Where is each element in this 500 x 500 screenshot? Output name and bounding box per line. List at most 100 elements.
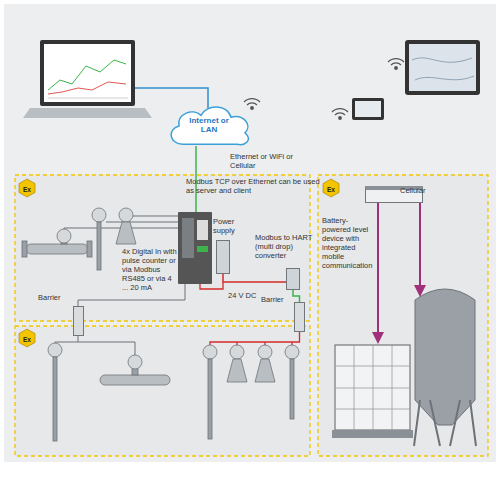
barrier-box: Barrier — [73, 306, 84, 336]
power-wire — [237, 342, 292, 345]
ibc-container — [332, 430, 413, 438]
wifi-symbol — [335, 113, 345, 115]
wifi-symbol — [244, 99, 260, 102]
gateway-device — [197, 246, 208, 252]
node-text: Barrier — [261, 295, 284, 304]
gateway-device — [178, 212, 212, 284]
wifi-symbol — [395, 67, 398, 70]
wifi-symbol — [332, 109, 348, 112]
converter-box: Modbus to HART (multi drop) converter — [286, 268, 300, 290]
network-note: Cellular — [400, 186, 450, 195]
gateway-device — [178, 212, 212, 284]
protocol-note: Modbus TCP over Ethernet can be used as … — [186, 177, 320, 195]
wifi-symbol — [244, 59, 404, 198]
wifi-symbol — [247, 103, 257, 105]
power-wire — [200, 282, 223, 289]
field-instrument — [100, 375, 170, 385]
hazard-zone — [15, 326, 310, 456]
node-text: Barrier — [38, 293, 61, 302]
laptop-illustration — [23, 40, 152, 118]
gateway-device — [197, 220, 208, 240]
field-instrument — [230, 345, 244, 359]
power-wire — [210, 332, 300, 345]
wifi-symbol — [244, 99, 260, 110]
ibc-container — [335, 345, 410, 430]
node-text: Battery-powered level device with integr… — [322, 216, 374, 270]
power-wire — [200, 282, 300, 345]
field-instrument — [203, 345, 217, 359]
ex-marking: Ex — [17, 185, 37, 194]
field-instrument — [227, 359, 247, 382]
voltage-label: 24 V DC — [228, 291, 256, 300]
field-instrument — [116, 222, 136, 244]
node-text: Internet or LAN — [186, 116, 232, 134]
field-instrument — [258, 345, 272, 359]
ex-sign — [19, 179, 339, 347]
silo-tank — [415, 289, 475, 425]
silo-tank — [414, 289, 476, 446]
wifi-symbol — [251, 107, 254, 110]
field-instrument — [92, 208, 106, 222]
silo-tank — [414, 400, 476, 446]
wifi-symbol — [388, 59, 404, 62]
field-instrument — [208, 359, 212, 439]
signal-wire — [133, 216, 178, 217]
measurement-arrow — [372, 332, 384, 344]
tablet-illustration — [355, 101, 381, 117]
field-instrument — [285, 345, 299, 359]
tablet-illustration — [352, 98, 384, 120]
ex-marking: Ex — [17, 335, 37, 344]
laptop-illustration — [44, 44, 131, 102]
laptop-illustration — [48, 98, 128, 99]
input-note: 4x Digital In with pulse counter or via … — [122, 247, 178, 292]
signal-wire — [55, 336, 78, 343]
signal-wire — [106, 222, 178, 223]
node-text: Modbus to HART (multi drop) converter — [255, 233, 317, 260]
laptop-illustration — [48, 60, 126, 90]
field-instrument — [97, 222, 101, 270]
cloud-shape — [171, 107, 248, 145]
background-panel — [4, 4, 496, 462]
measurement-arrow — [419, 203, 421, 287]
lan-wire — [135, 88, 208, 108]
hazard-zone — [318, 175, 488, 456]
laptop-illustration — [40, 40, 135, 106]
tablet-illustration — [412, 58, 474, 80]
field-instrument — [290, 359, 294, 419]
measurement-arrow — [377, 203, 379, 334]
tablet-illustration — [409, 44, 476, 91]
power-supply-box: Power supply — [216, 240, 230, 274]
ex-marking: Ex — [321, 185, 341, 194]
field-instrument — [119, 208, 133, 222]
cloud-node: Internet or LAN — [163, 100, 255, 150]
field-instrument — [48, 343, 62, 357]
connector-wire — [293, 290, 300, 302]
ibc-container — [335, 345, 410, 430]
field-instrument — [128, 355, 142, 369]
wifi-symbol — [339, 117, 342, 120]
field-instrument — [26, 244, 88, 254]
field-instrument — [255, 359, 275, 382]
laptop-illustration — [23, 108, 152, 118]
signal-wire — [78, 342, 135, 355]
wifi-symbol — [391, 63, 401, 65]
ibc-container — [332, 345, 413, 438]
network-note: Ethernet or WiFi or Cellular — [230, 152, 308, 170]
tablet-illustration — [352, 40, 480, 120]
hazard-zone — [15, 175, 488, 456]
barrier-box: Barrier — [294, 302, 305, 332]
connector-wire — [223, 274, 286, 282]
wifi-symbol — [332, 109, 348, 120]
tablet-illustration — [405, 40, 480, 95]
node-text: Power supply — [213, 217, 249, 235]
field-instrument — [57, 229, 71, 243]
wifi-symbol — [388, 59, 404, 70]
laptop-illustration — [48, 82, 126, 94]
field-instrument — [22, 241, 27, 257]
field-instrument — [87, 241, 92, 257]
